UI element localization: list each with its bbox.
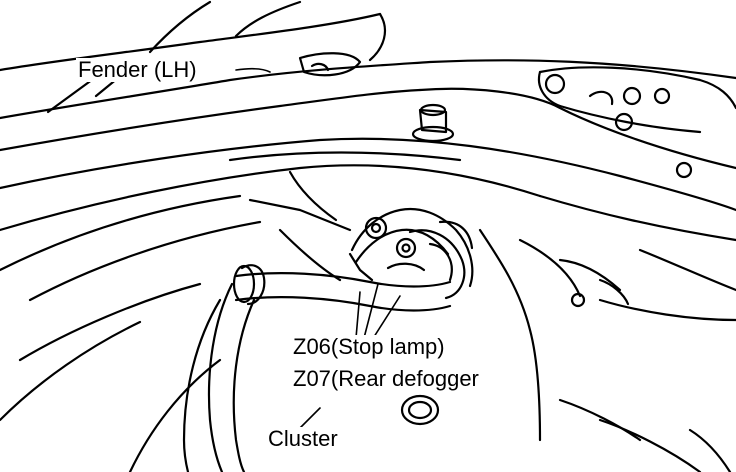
label-fender-lh: Fender (LH) (76, 57, 199, 82)
label-z06-stop-lamp: Z06(Stop lamp) (291, 334, 447, 359)
drain-plug (400, 394, 440, 426)
wire-harness (182, 264, 452, 472)
cross-member (0, 137, 736, 292)
floor-panel (0, 170, 352, 472)
label-z07-rear-defogger: Z07(Rear defogger (291, 366, 481, 391)
fender-panel (0, 0, 736, 170)
right-lower-panel (478, 228, 736, 472)
connector-block (348, 207, 474, 300)
mount-bolt (411, 103, 455, 143)
label-cluster: Cluster (266, 426, 340, 451)
leader-lines (235, 67, 401, 429)
bracket-plate (537, 66, 736, 179)
